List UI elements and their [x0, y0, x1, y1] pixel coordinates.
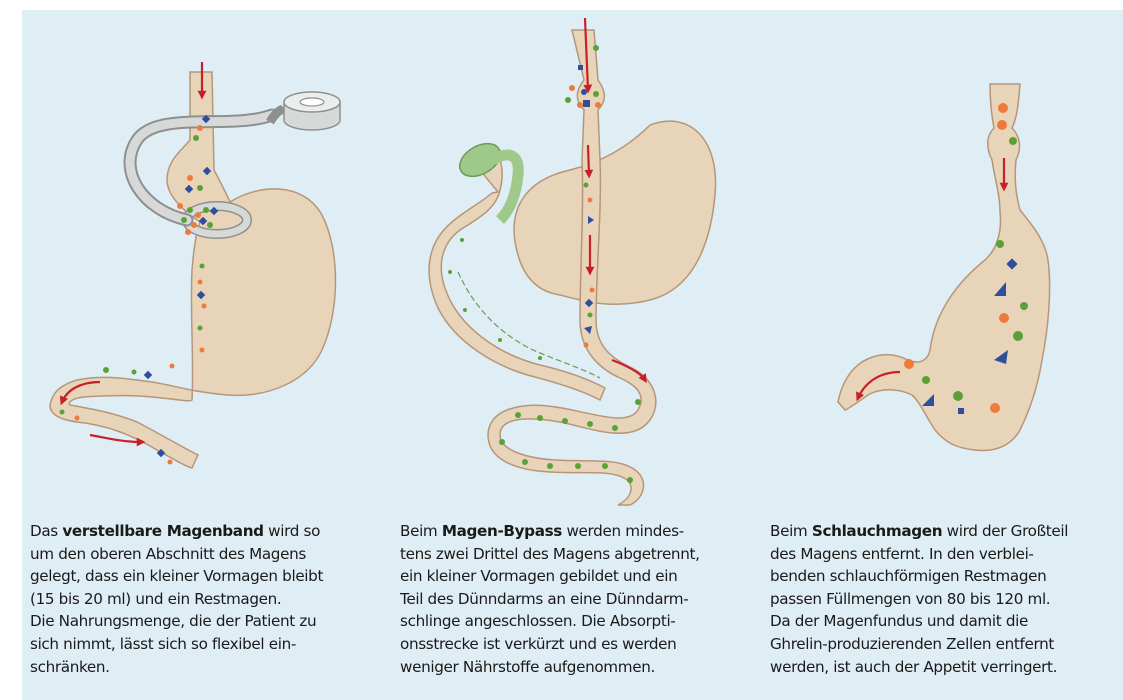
remnant-stomach	[514, 121, 715, 304]
gastric-band-illustration	[22, 10, 382, 510]
caption-term: Schlauchmagen	[812, 522, 942, 540]
caption-text: Das	[30, 522, 62, 540]
sleeve-gastrectomy-illustration	[780, 10, 1123, 510]
caption-gastric-band: Das verstellbare Magenband wird so um de…	[30, 520, 375, 678]
caption-text: werden mindes- tens zwei Drittel des Mag…	[400, 522, 700, 676]
caption-gastric-bypass: Beim Magen-Bypass werden mindes- tens zw…	[400, 520, 750, 678]
caption-text: wird so um den oberen Abschnitt des Mage…	[30, 522, 323, 676]
caption-text: wird der Großteil des Magens entfernt. I…	[770, 522, 1068, 676]
band-port	[284, 92, 340, 130]
caption-term: Magen-Bypass	[442, 522, 562, 540]
sleeve-stomach	[838, 84, 1050, 450]
caption-text: Beim	[400, 522, 442, 540]
caption-text: Beim	[770, 522, 812, 540]
stomach-shape	[50, 72, 336, 468]
caption-sleeve-gastrectomy: Beim Schlauchmagen wird der Großteil des…	[770, 520, 1120, 678]
gastric-bypass-illustration	[400, 10, 750, 510]
caption-term: verstellbare Magenband	[62, 522, 263, 540]
